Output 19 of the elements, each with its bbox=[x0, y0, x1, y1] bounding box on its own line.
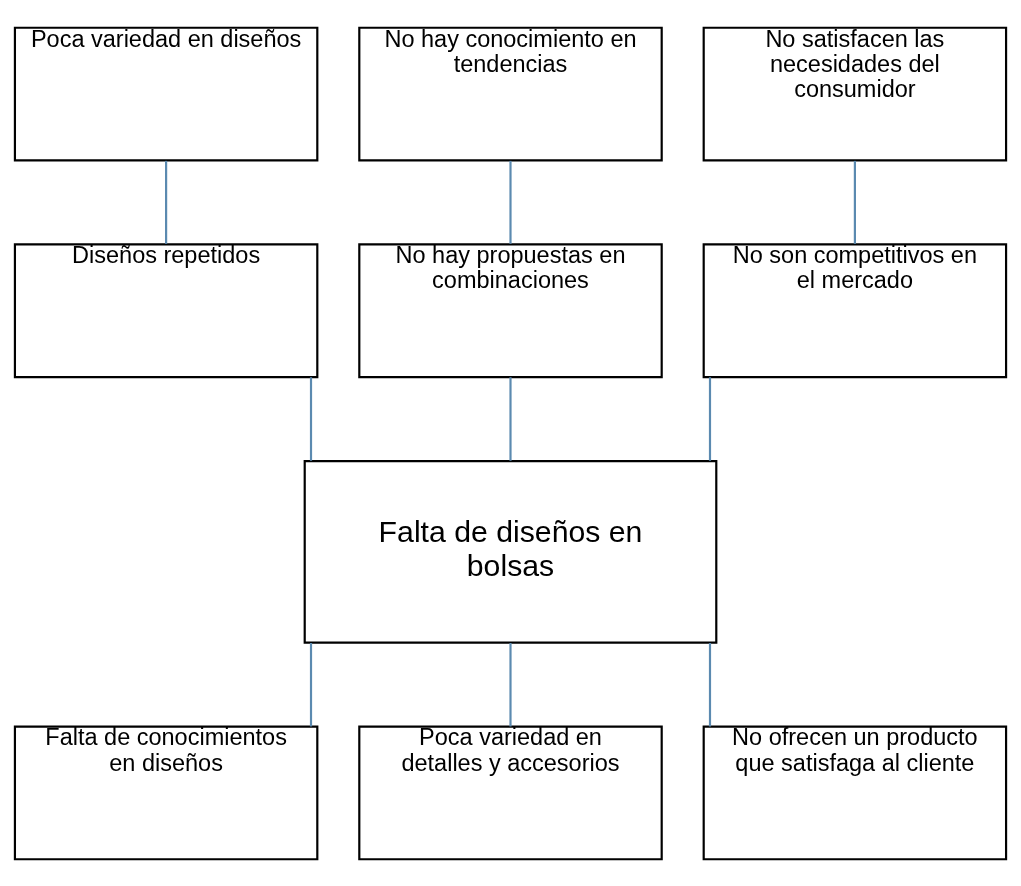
connector bbox=[309, 376, 313, 461]
node-box: No hay propuestas en combinaciones bbox=[358, 242, 663, 378]
connector bbox=[165, 160, 168, 244]
node-box: No ofrecen un producto que satisfaga al cliente bbox=[702, 725, 1008, 860]
connector bbox=[708, 642, 712, 726]
connector bbox=[309, 642, 313, 726]
node-box: No hay conocimiento en tendencias bbox=[358, 26, 663, 161]
connector bbox=[509, 376, 512, 461]
node-box: Diseños repetidos bbox=[13, 242, 319, 378]
node-box: Poca variedad en detalles y accesorios bbox=[358, 725, 663, 860]
node-box: No son competitivos en el mercado bbox=[702, 242, 1008, 378]
node-box: Falta de diseños en bolsas bbox=[303, 459, 718, 644]
connector bbox=[509, 642, 512, 726]
connector bbox=[853, 160, 856, 244]
node-box: No satisfacen las necesidades del consumidor bbox=[702, 26, 1008, 161]
connector bbox=[708, 376, 712, 461]
connector bbox=[509, 160, 512, 244]
node-box: Poca variedad en diseños bbox=[13, 26, 319, 161]
node-box: Falta de conocimientos en diseños bbox=[13, 725, 319, 860]
